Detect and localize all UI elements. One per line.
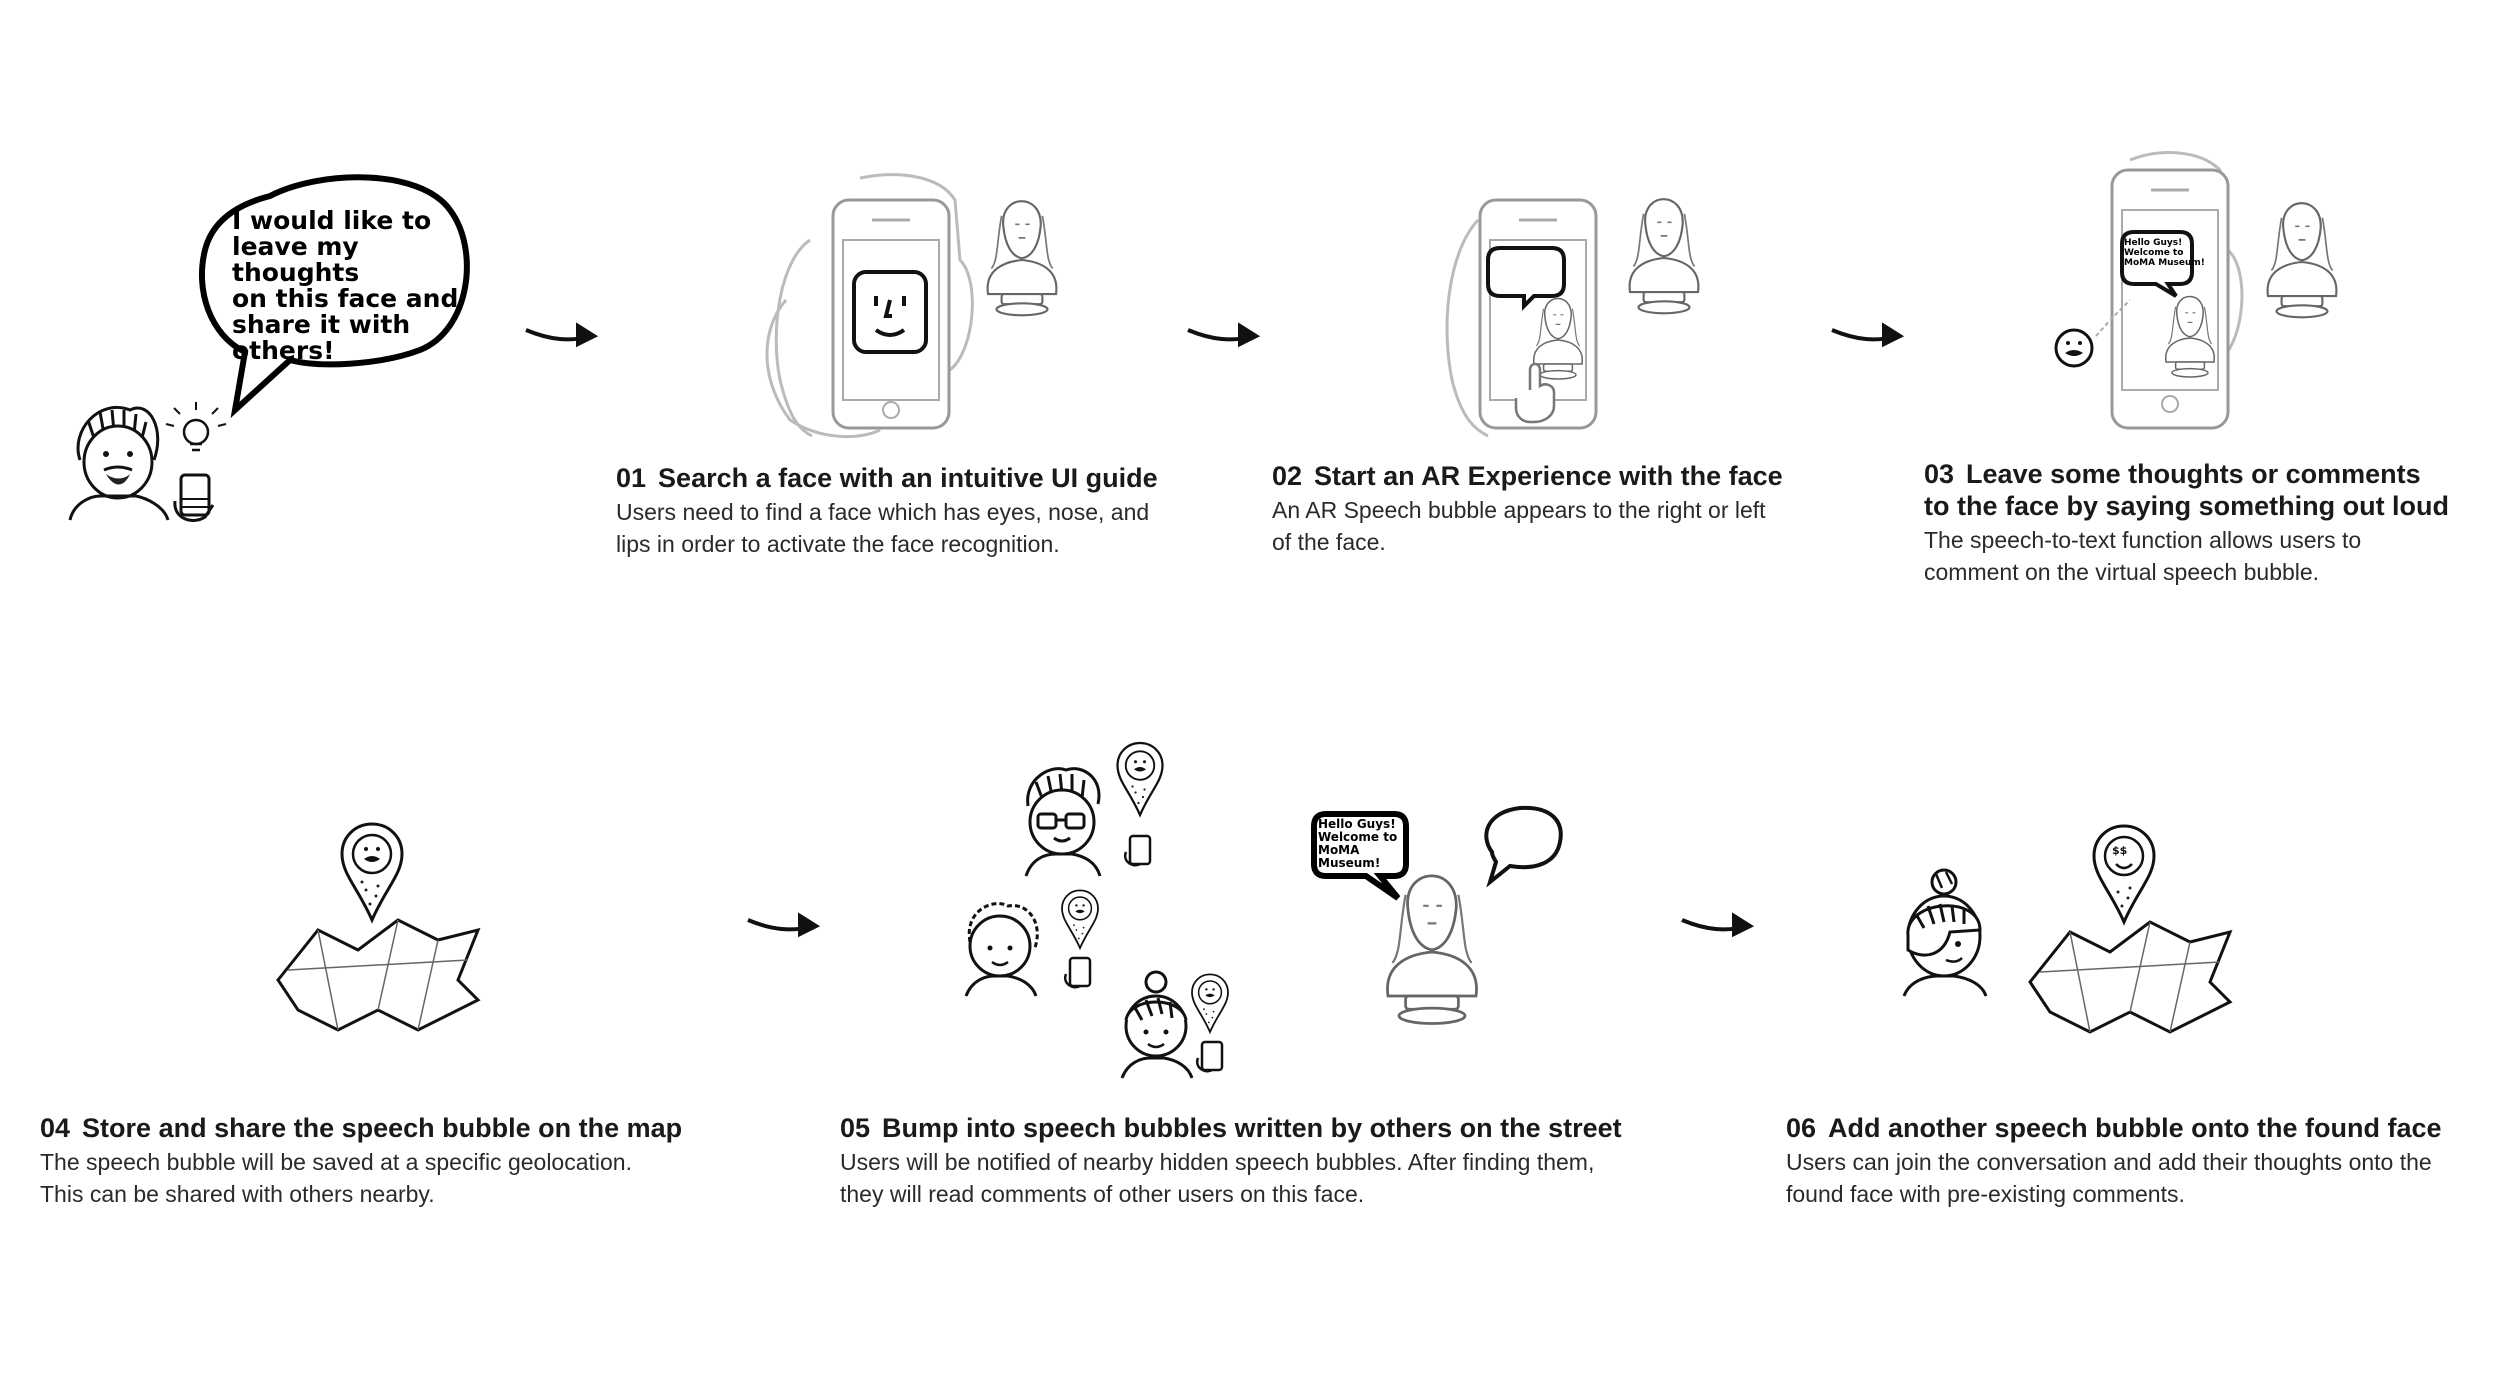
empty-speech-bubble — [1484, 805, 1563, 888]
phone-icon — [1123, 834, 1152, 867]
step-04-illustration — [276, 822, 480, 1032]
person-curly-icon — [964, 902, 1039, 997]
person-icon — [68, 406, 170, 521]
step-title-text: Add another speech bubble onto the found… — [1828, 1113, 2442, 1143]
statue-icon — [1386, 874, 1478, 1025]
step-01: 01 Search a face with an intuitive UI gui… — [616, 462, 1216, 560]
step-number: 02 — [1272, 461, 1303, 491]
step-05-illustration — [964, 741, 1563, 1079]
svg-text:$$: $$ — [2112, 844, 2127, 857]
map-icon — [276, 918, 480, 1032]
step-description: Users will be notified of nearby hidden … — [840, 1149, 1595, 1207]
location-pin-icon — [1191, 973, 1229, 1033]
step-title: 06 Add another speech bubble onto the fou… — [1786, 1112, 2486, 1144]
step-description: An AR Speech bubble appears to the right… — [1272, 497, 1766, 555]
step-description: The speech-to-text function allows users… — [1924, 527, 2362, 585]
location-pin-money-icon: $$ — [2092, 824, 2156, 926]
street-speech-bubble — [1311, 811, 1409, 901]
statue-icon — [2266, 202, 2338, 319]
map-icon — [2028, 920, 2232, 1034]
step-03-illustration — [2054, 151, 2338, 430]
step-02-illustration — [1445, 198, 1700, 438]
step-title-text: Bump into speech bubbles written by othe… — [882, 1113, 1622, 1143]
step-number: 01 — [616, 463, 647, 493]
face-guide-icon — [852, 270, 928, 354]
filled-speech-bubble — [2120, 230, 2194, 298]
phone-bubble-text: Hello Guys! Welcome to MoMA Museum! — [2124, 238, 2205, 268]
speaking-face-icon — [2054, 328, 2094, 368]
person-glasses-icon — [1024, 767, 1102, 877]
step-06-illustration: $$ — [1902, 824, 2232, 1034]
step-description: Users need to find a face which has eyes… — [616, 499, 1150, 557]
step-05: 05 Bump into speech bubbles written by ot… — [840, 1112, 1680, 1210]
step-04: 04 Store and share the speech bubble on t… — [40, 1112, 780, 1210]
intro-speech-bubble — [199, 174, 470, 419]
finger-tap-icon — [1514, 362, 1556, 424]
location-pin-icon — [340, 822, 404, 922]
person-bun-icon — [1902, 868, 1988, 997]
location-pin-icon — [1116, 741, 1164, 817]
person-bun-icon — [1120, 970, 1194, 1079]
step-02: 02 Start an AR Experience with the face A… — [1272, 460, 1872, 558]
step-title-text: Start an AR Experience with the face — [1314, 461, 1783, 491]
intro-speech-text: I would like to leave my thoughts on thi… — [232, 206, 459, 365]
step-title-text: Search a face with an intuitive UI guide — [658, 463, 1158, 493]
step-06: 06 Add another speech bubble onto the fou… — [1786, 1112, 2486, 1210]
step-description: The speech bubble will be saved at a spe… — [40, 1149, 632, 1207]
step-01-illustration — [765, 173, 1058, 439]
step-title-text: Leave some thoughts or comments to the f… — [1924, 459, 2450, 521]
phone-in-hand-icon — [173, 473, 215, 522]
step-number: 04 — [40, 1113, 71, 1143]
lightbulb-icon — [165, 402, 227, 452]
step-title: 01 Search a face with an intuitive UI gui… — [616, 462, 1216, 494]
street-bubble-text: Hello Guys! Welcome to MoMA Museum! — [1318, 817, 1398, 870]
step-number: 06 — [1786, 1113, 1817, 1143]
step-number: 03 — [1924, 459, 1955, 489]
flow-arrows — [525, 322, 1905, 938]
intro-scene — [68, 174, 470, 522]
voice-wave — [2095, 299, 2131, 337]
step-description: Users can join the conversation and add … — [1786, 1149, 2432, 1207]
step-number: 05 — [840, 1113, 871, 1143]
step-title: 02 Start an AR Experience with the face — [1272, 460, 1872, 492]
phone-icon — [1195, 1040, 1224, 1073]
step-title: 05 Bump into speech bubbles written by ot… — [840, 1112, 1680, 1144]
location-pin-icon — [1061, 889, 1099, 949]
step-title-text: Store and share the speech bubble on the… — [82, 1113, 683, 1143]
statue-icon — [1628, 198, 1700, 315]
step-title: 04 Store and share the speech bubble on t… — [40, 1112, 780, 1144]
phone-icon — [1063, 956, 1092, 989]
statue-icon — [986, 200, 1058, 317]
ar-speech-bubble — [1486, 246, 1566, 311]
